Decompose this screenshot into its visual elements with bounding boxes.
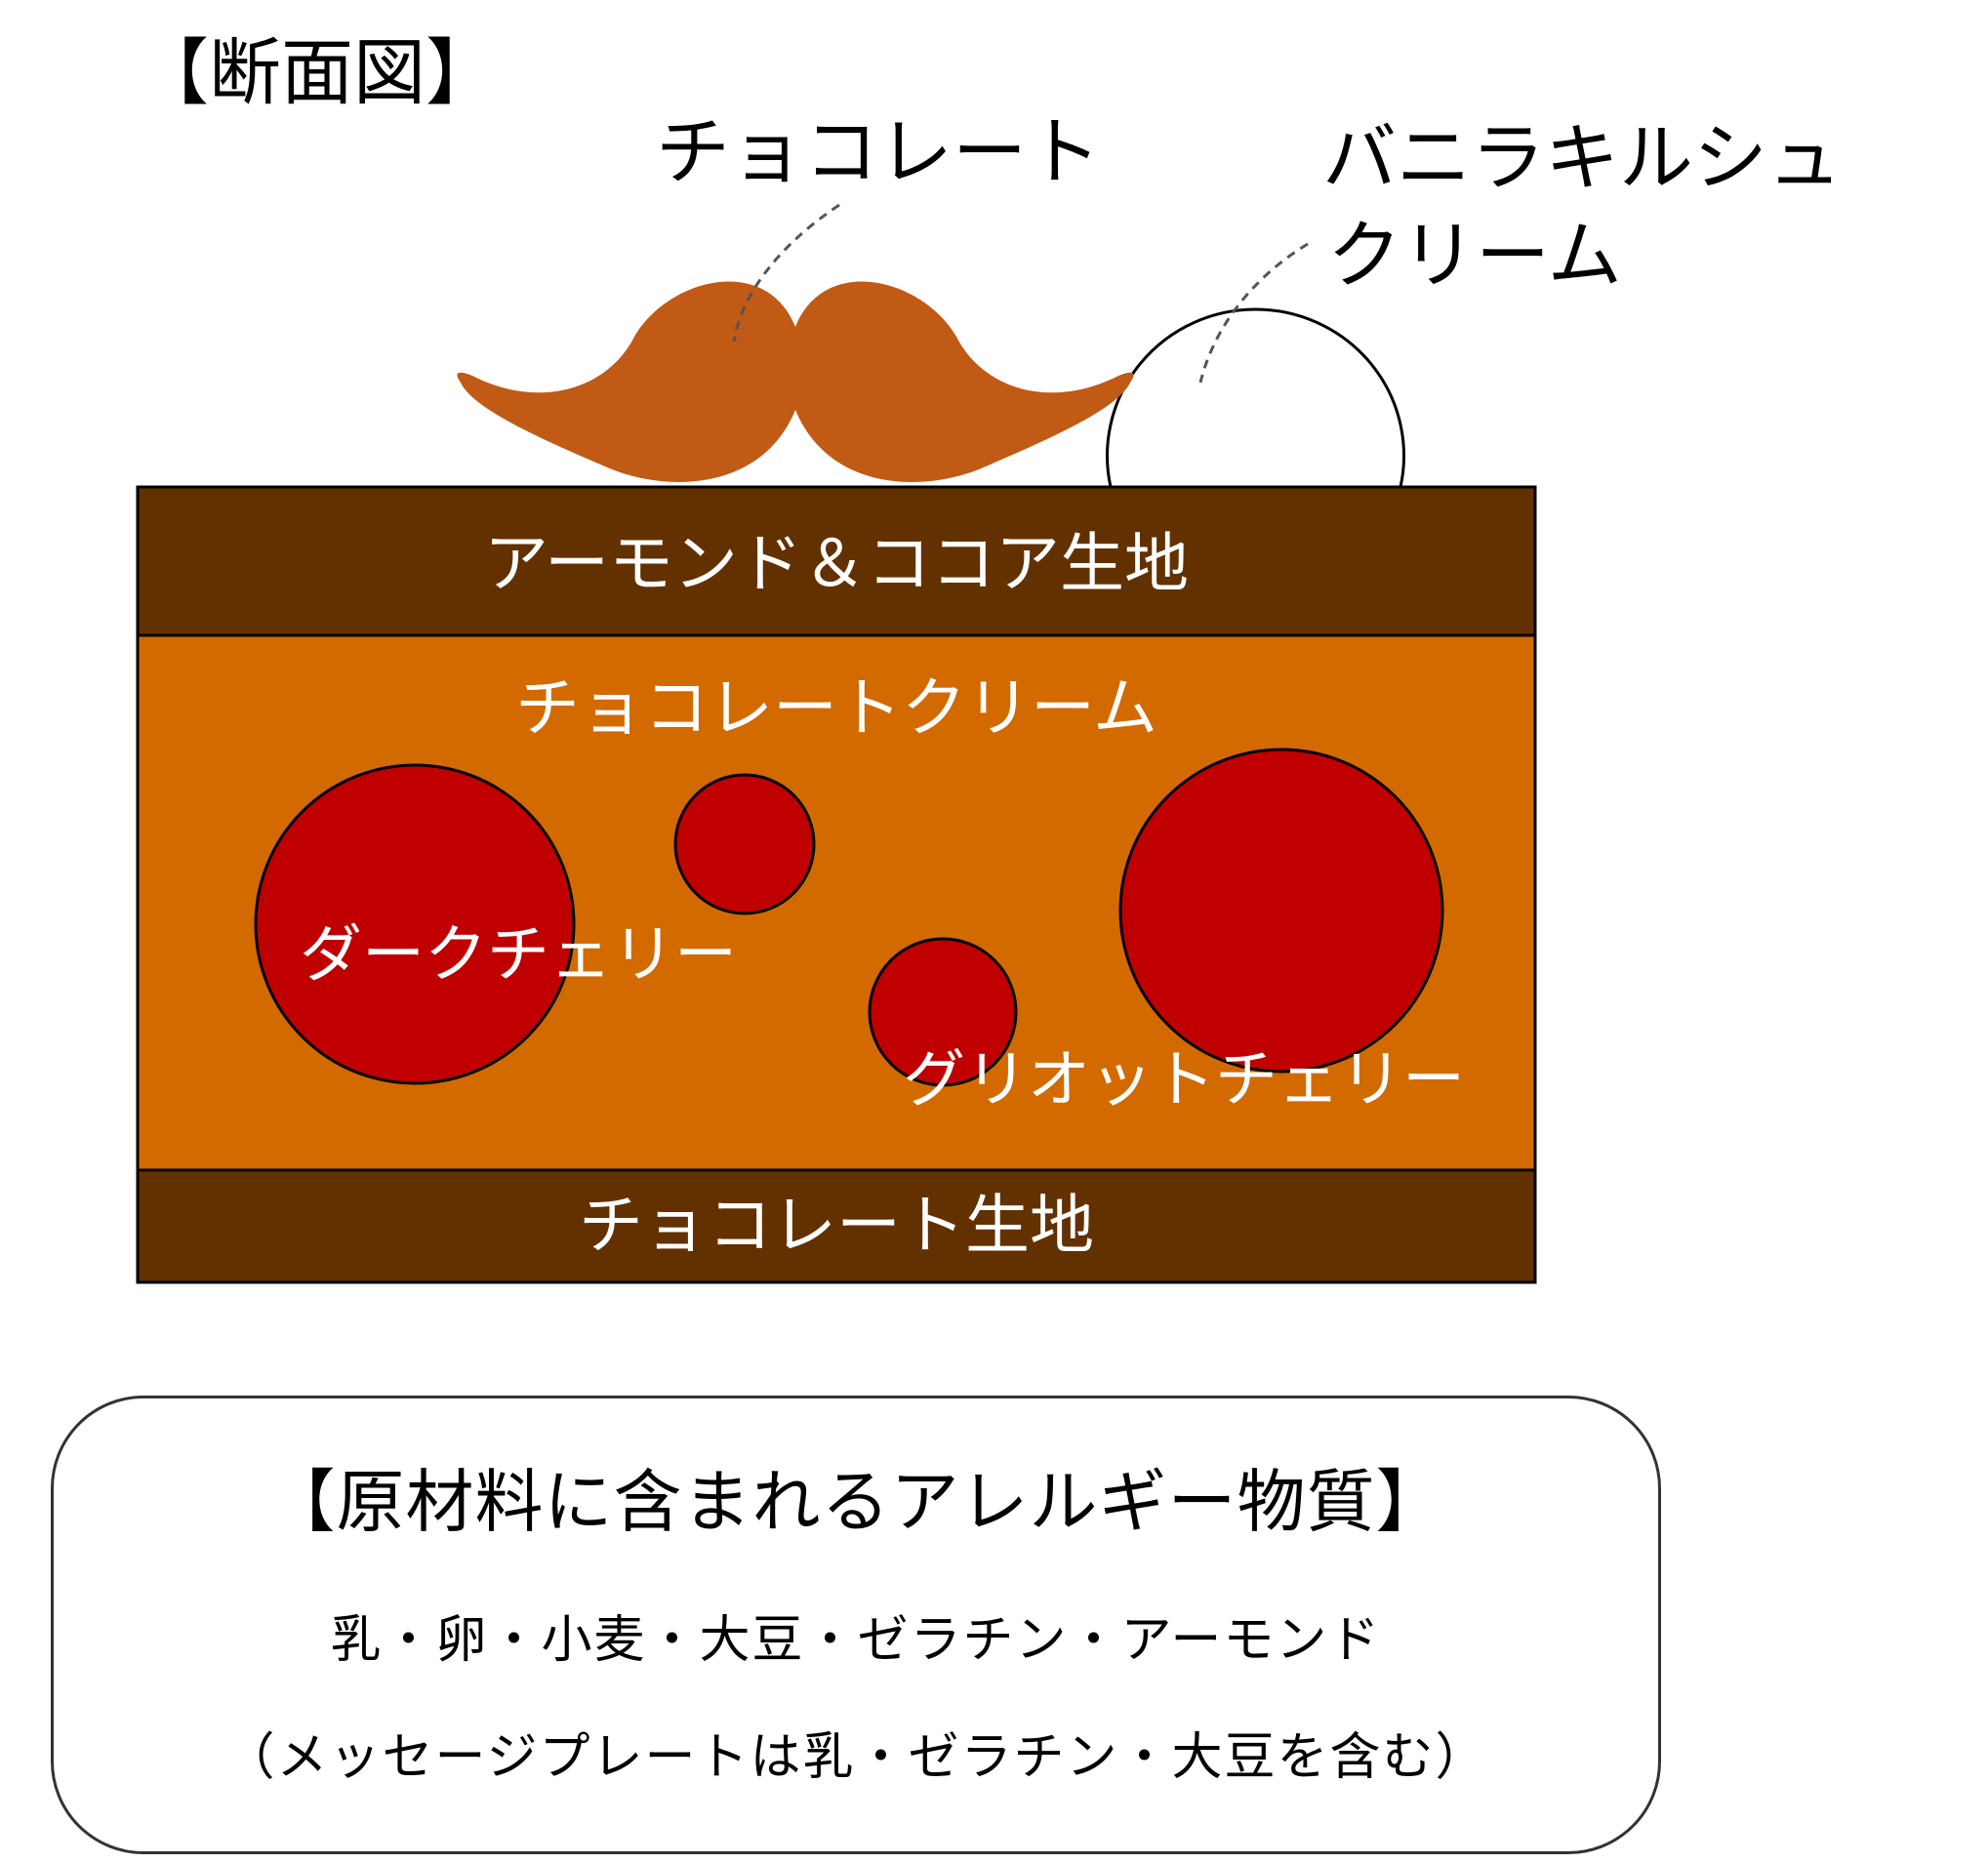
label-almond-cocoa-sponge: アーモンド＆ココア生地: [484, 526, 1189, 601]
leader-line-chocolate: [732, 203, 840, 343]
allergy-info-box: 【原材料に含まれるアレルギー物質】 乳・卵・小麦・大豆・ゼラチン・アーモンド （…: [51, 1396, 1661, 1854]
griotte-cherry-small: [868, 937, 1018, 1087]
allergy-items: 乳・卵・小麦・大豆・ゼラチン・アーモンド: [330, 1611, 1382, 1670]
label-chocolate-cream: チョコレートクリーム: [515, 670, 1157, 746]
label-dark-cherry: ダークチェリー: [300, 919, 737, 992]
leader-line-cream: [1198, 242, 1309, 384]
vanilla-kirsch-cream-dollop: [1106, 307, 1405, 489]
label-vanilla-kirsch-cream-line2: クリーム: [1327, 212, 1622, 299]
label-chocolate-sponge: チョコレート生地: [579, 1188, 1094, 1263]
dark-cherry-small: [673, 773, 816, 915]
chocolate-sponge-layer: [136, 1168, 1537, 1284]
dark-cherry-large: [254, 763, 576, 1085]
label-vanilla-kirsch-cream-line1: バニラキルシュ: [1322, 114, 1842, 201]
allergy-title: 【原材料に含まれるアレルギー物質】: [266, 1462, 1445, 1542]
diagram-heading: 【断面図】: [137, 31, 498, 115]
griotte-cherry-large: [1118, 748, 1444, 1073]
label-griotte-cherry: グリオットチェリー: [903, 1044, 1465, 1116]
chocolate-topping: [457, 281, 1134, 482]
almond-cocoa-sponge-layer: [136, 485, 1537, 637]
allergy-note: （メッセージプレートは乳・ゼラチン・大豆を含む）: [223, 1728, 1488, 1787]
label-chocolate-topping: チョコレート: [656, 108, 1101, 195]
